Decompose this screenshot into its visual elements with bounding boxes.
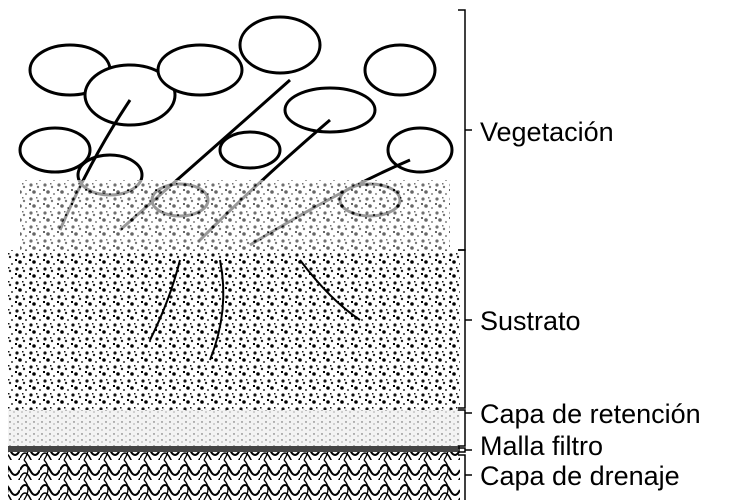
filter-mesh-layer	[8, 446, 460, 452]
retention-layer	[8, 410, 460, 446]
vegetation-layer	[8, 10, 460, 250]
drainage-layer	[8, 452, 460, 500]
label-filter-mesh: Malla filtro	[480, 431, 603, 461]
label-substrate: Sustrato	[480, 306, 581, 336]
label-vegetation: Vegetación	[480, 117, 614, 147]
label-retention: Capa de retención	[480, 399, 701, 429]
layer-brackets	[458, 10, 472, 500]
substrate-layer	[8, 250, 460, 410]
label-drainage: Capa de drenaje	[480, 461, 680, 491]
